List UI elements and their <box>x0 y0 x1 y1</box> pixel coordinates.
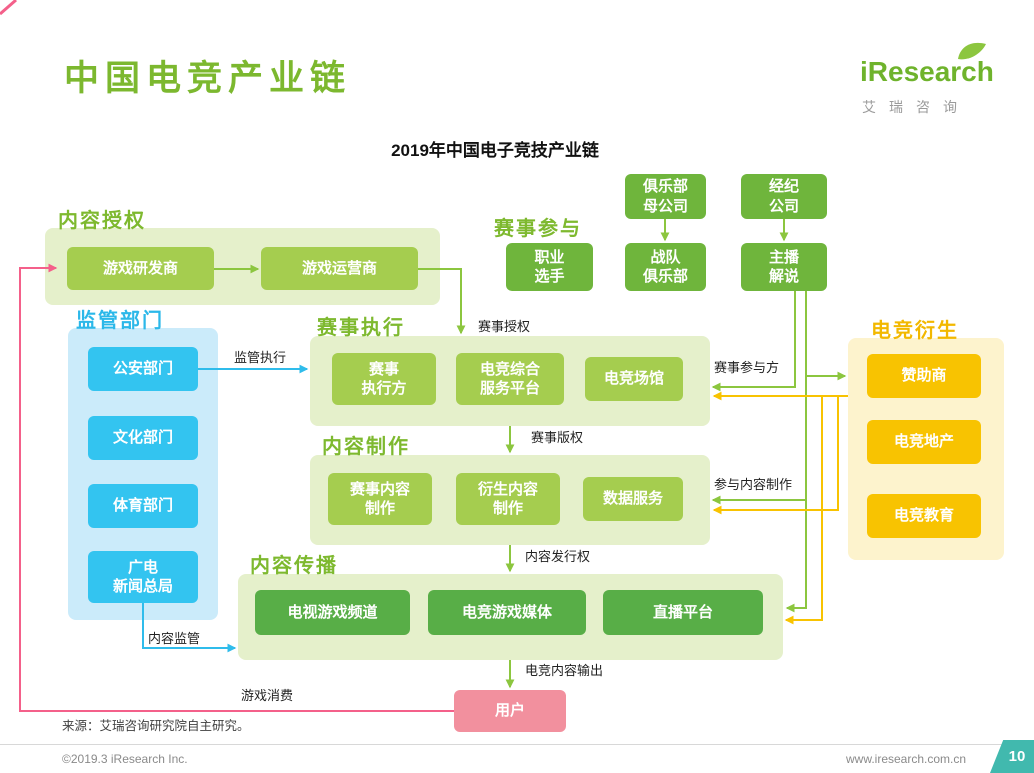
node-pro-players: 职业 选手 <box>506 243 593 291</box>
node-game-operator: 游戏运营商 <box>261 247 418 290</box>
edge-label-event-licensing: 赛事授权 <box>478 319 531 334</box>
arrow-participants-to-distribution <box>785 291 807 613</box>
node-sports-dept: 体育部门 <box>88 484 198 528</box>
node-culture-dept: 文化部门 <box>88 416 198 460</box>
node-game-media: 电竞游戏媒体 <box>428 590 586 635</box>
node-team-club: 战队 俱乐部 <box>625 243 706 291</box>
edge-label-game-consumption: 游戏消费 <box>241 688 294 703</box>
corner-decoration <box>0 0 17 16</box>
edge-label-regulation-execution: 监管执行 <box>234 350 287 365</box>
group-label-content-distribution: 内容传播 <box>250 555 338 577</box>
iresearch-logo: iResearch <box>860 56 994 87</box>
source-note: 来源：艾瑞咨询研究院自主研究。 <box>62 719 250 733</box>
arrow-sponsor-to-distribution <box>784 396 823 625</box>
chart-title: 2019年中国电子竞技产业链 <box>391 141 599 160</box>
edge-label-content-output: 电竞内容输出 <box>525 663 604 678</box>
website-text: www.iresearch.com.cn <box>846 752 967 766</box>
arrow-game-consumption <box>19 263 454 712</box>
iresearch-logo-cn: 艾瑞咨询 <box>862 99 970 115</box>
arrow-content-regulation <box>142 603 237 653</box>
node-user: 用户 <box>454 690 566 732</box>
page-title: 中国电竞产业链 <box>64 59 352 98</box>
node-service-platform: 电竞综合 服务平台 <box>456 353 564 405</box>
node-agency: 经纪 公司 <box>741 174 827 219</box>
node-game-developer: 游戏研发商 <box>67 247 214 290</box>
footer-divider <box>0 744 1034 745</box>
group-label-content-production: 内容制作 <box>322 436 410 458</box>
group-label-esports-derivatives: 电竞衍生 <box>871 320 959 342</box>
node-radio-tv-dept: 广电 新闻总局 <box>88 551 198 603</box>
node-event-executor: 赛事 执行方 <box>332 353 436 405</box>
group-label-regulators: 监管部门 <box>76 310 164 332</box>
node-police-dept: 公安部门 <box>88 347 198 391</box>
edge-label-event-copyright: 赛事版权 <box>531 430 584 445</box>
edge-label-content-regulation: 内容监管 <box>148 631 201 646</box>
node-education: 电竞教育 <box>867 494 981 538</box>
arrow-event-licensing <box>418 268 466 335</box>
node-live-platform: 直播平台 <box>603 590 763 635</box>
node-esports-venue: 电竞场馆 <box>585 357 683 401</box>
node-derivative-content-production: 衍生内容 制作 <box>456 473 560 525</box>
node-sponsor: 赞助商 <box>867 354 981 398</box>
leaf-icon <box>958 42 986 60</box>
node-anchor-commentator: 主播 解说 <box>741 243 827 291</box>
arrow-participants-to-execution <box>711 291 796 392</box>
edge-label-event-participants: 赛事参与方 <box>714 360 780 375</box>
group-label-content-licensing: 内容授权 <box>58 210 146 232</box>
node-club-parent: 俱乐部 母公司 <box>625 174 706 219</box>
arrow-sponsor-to-production <box>712 396 839 515</box>
group-label-event-participation: 赛事参与 <box>494 218 582 240</box>
node-tv-game-channel: 电视游戏频道 <box>255 590 410 635</box>
node-real-estate: 电竞地产 <box>867 420 981 464</box>
node-data-service: 数据服务 <box>583 477 683 521</box>
group-label-event-execution: 赛事执行 <box>317 317 405 339</box>
node-event-content-production: 赛事内容 制作 <box>328 473 432 525</box>
copyright-text: ©2019.3 iResearch Inc. <box>62 752 188 766</box>
edge-label-distribution-rights: 内容发行权 <box>525 549 591 564</box>
edge-label-join-content-production: 参与内容制作 <box>714 477 793 492</box>
